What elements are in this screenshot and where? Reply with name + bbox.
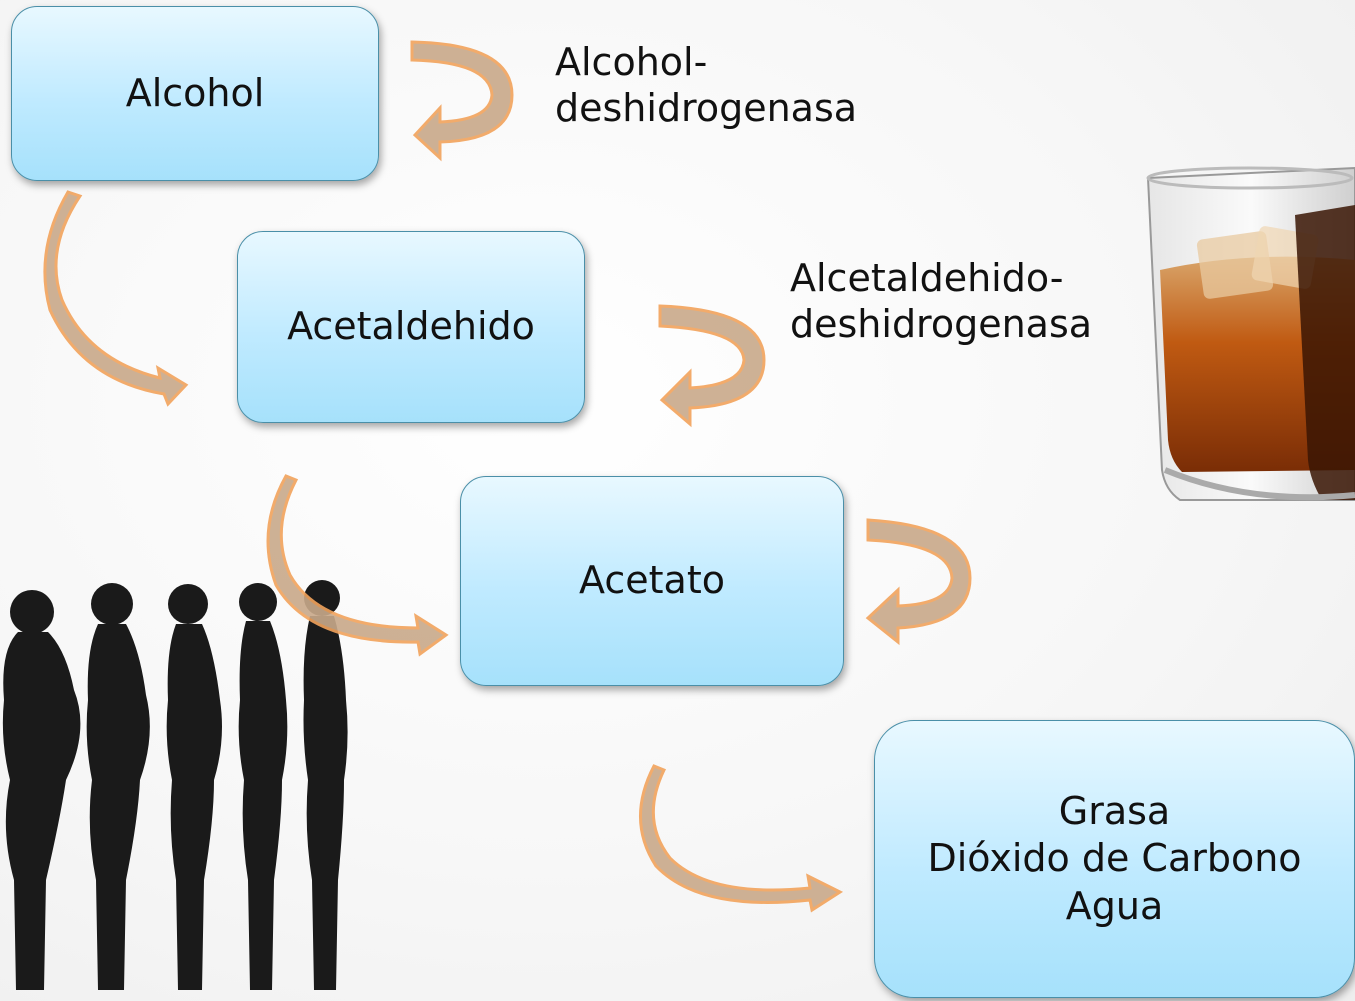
enzyme-1-line-2: deshidrogenasa: [555, 85, 858, 130]
step-acetato-box: Acetato: [460, 476, 844, 686]
u-arrow-2: [658, 304, 766, 428]
step-acetato-label: Acetato: [579, 558, 725, 603]
u-arrow-1: [410, 40, 514, 162]
product-co2: Dióxido de Carbono: [927, 836, 1302, 881]
step-acetaldehido-box: Acetaldehido: [237, 231, 585, 423]
whiskey-glass-image: [1146, 166, 1355, 501]
enzyme-2-line-1: Alcetaldehido-: [790, 256, 1064, 300]
product-grasa: Grasa: [1058, 788, 1171, 833]
arrows: [43, 40, 972, 913]
enzyme-1-label: Alcohol- deshidrogenasa: [555, 40, 857, 131]
step-products-box: Grasa Dióxido de Carbono Agua: [874, 720, 1355, 998]
step-alcohol-label: Alcohol: [125, 70, 265, 115]
enzyme-1-line-1: Alcohol-: [555, 40, 708, 84]
u-arrow-3: [865, 518, 972, 646]
product-agua: Agua: [1065, 883, 1164, 928]
enzyme-2-line-2: deshidrogenasa: [790, 301, 1093, 346]
step-acetaldehido-label: Acetaldehido: [287, 304, 535, 349]
curve-arrow-3: [639, 764, 844, 913]
curve-arrow-2: [266, 474, 449, 657]
enzyme-2-label: Alcetaldehido- deshidrogenasa: [790, 256, 1092, 347]
step-alcohol-box: Alcohol: [11, 6, 379, 181]
curve-arrow-1: [43, 190, 189, 407]
body-silhouettes-image: [2, 580, 348, 990]
